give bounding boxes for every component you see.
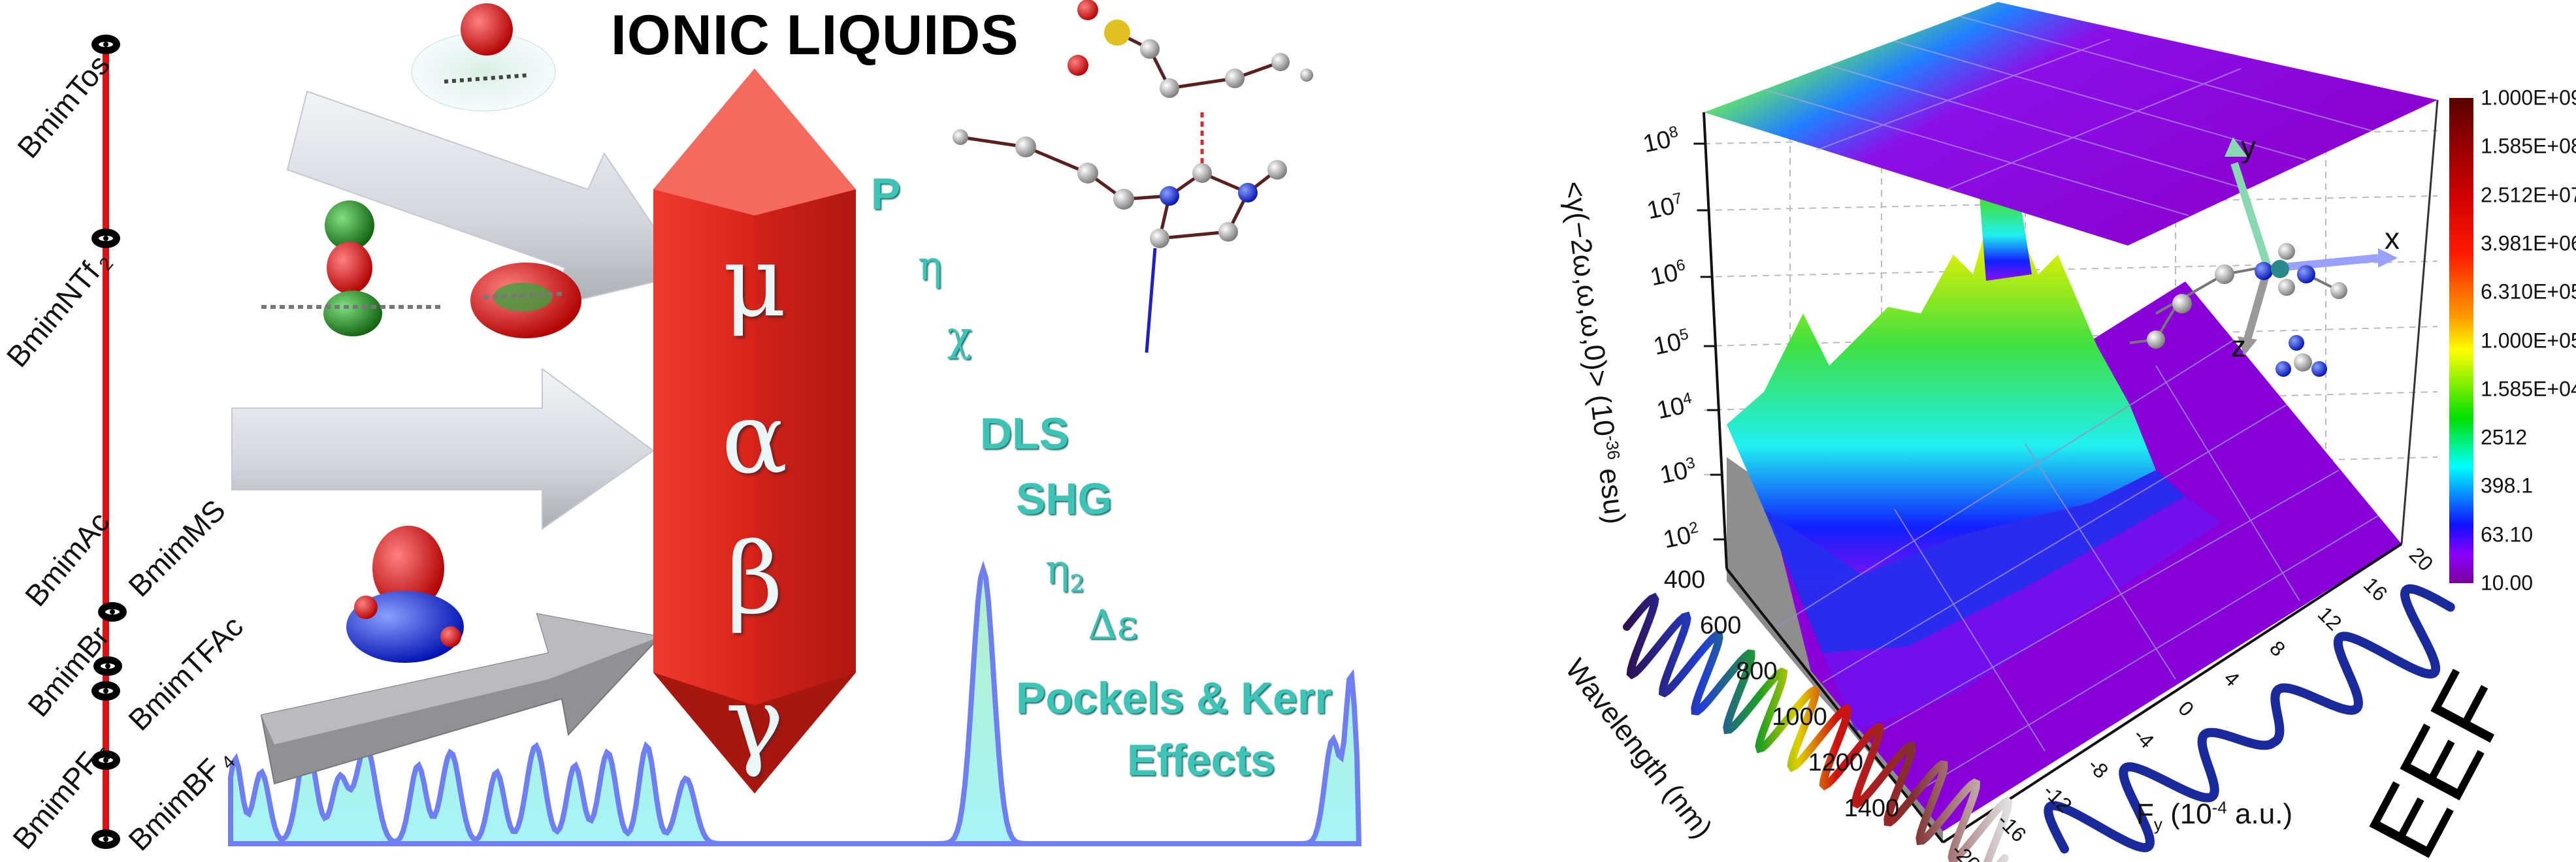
colorbar-label: 3.981E+06: [2481, 231, 2576, 255]
property-pockels-kerr: Pockels & Kerr: [1016, 673, 1332, 723]
surface-plot-3d: [1693, 2, 2473, 844]
x-tick-label: 600: [1699, 612, 1742, 640]
property-delta-epsilon: Δε: [1088, 601, 1138, 648]
colorbar-label: 6.310E+05: [2481, 279, 2576, 304]
orbital-density: [346, 526, 464, 663]
marker-bmimms: [98, 602, 127, 622]
bmim-tosylate-molecule: [953, 0, 1313, 353]
hyperpolarizability-prism: [653, 69, 856, 793]
colorbar: [2449, 98, 2473, 583]
x-tick-label: 400: [1663, 566, 1706, 594]
property-eta: η: [918, 242, 943, 289]
input-arrow-bottom: [260, 613, 661, 785]
property-dls: DLS: [980, 409, 1069, 458]
electric-field-wave: [2044, 584, 2455, 854]
colorbar-label: 1.585E+04: [2481, 377, 2576, 401]
property-p: P: [871, 169, 901, 219]
colorbar-label: 2.512E+07: [2481, 183, 2576, 207]
x-tick-label: 1000: [1772, 703, 1827, 731]
marker-bmimbr: [91, 681, 120, 701]
colorbar-label: 2512: [2481, 425, 2528, 449]
property-chi: χ: [947, 312, 972, 360]
spectrum-curve: [228, 560, 1362, 846]
projection-plane: [1704, 2, 2437, 246]
esp-surface-molecule: [411, 3, 556, 112]
marker-bmimtos: [91, 35, 120, 54]
property-effects: Effects: [1127, 735, 1275, 785]
x-tick-label: 1200: [1808, 748, 1863, 776]
axes-molecule: [2129, 137, 2398, 377]
symbol-gamma: γ: [725, 666, 784, 780]
axis-letter-x: x: [2385, 221, 2400, 255]
colorbar-label: 1.000E+05: [2481, 328, 2576, 352]
axis-letter-z: z: [2231, 329, 2246, 363]
light-wave-spectrum: [1623, 592, 2013, 862]
input-arrow-top: [286, 90, 687, 308]
marker-bmimntf2: [91, 229, 120, 248]
marker-bmimac: [93, 656, 122, 676]
marker-bmimbf4: [91, 829, 120, 849]
orbital-homo: [261, 200, 444, 336]
colorbar-label: 10.00: [2481, 571, 2534, 595]
symbol-beta: β: [726, 522, 783, 636]
symbol-mu: μ: [723, 225, 787, 339]
property-shg: SHG: [1016, 474, 1113, 524]
colorbar-label: 1.000E+09: [2481, 86, 2576, 110]
marker-bmimpf6: [91, 750, 120, 770]
x-tick-label: 800: [1736, 658, 1778, 686]
input-arrow-middle: [231, 368, 655, 530]
axis-letter-y: y: [2241, 130, 2256, 164]
fy-axis-label: Fy (10-4 a.u.): [2136, 797, 2293, 834]
symbol-alpha: α: [721, 382, 788, 496]
colorbar-label: 1.585E+08: [2481, 134, 2576, 158]
x-tick-label: 1400: [1844, 794, 1900, 822]
property-eta2: η2: [1045, 545, 1085, 598]
colorbar-label: 398.1: [2481, 473, 2534, 498]
figure-title: IONIC LIQUIDS: [611, 4, 1019, 67]
colorbar-label: 63.10: [2481, 522, 2534, 547]
orbital-lumo: [470, 263, 581, 338]
